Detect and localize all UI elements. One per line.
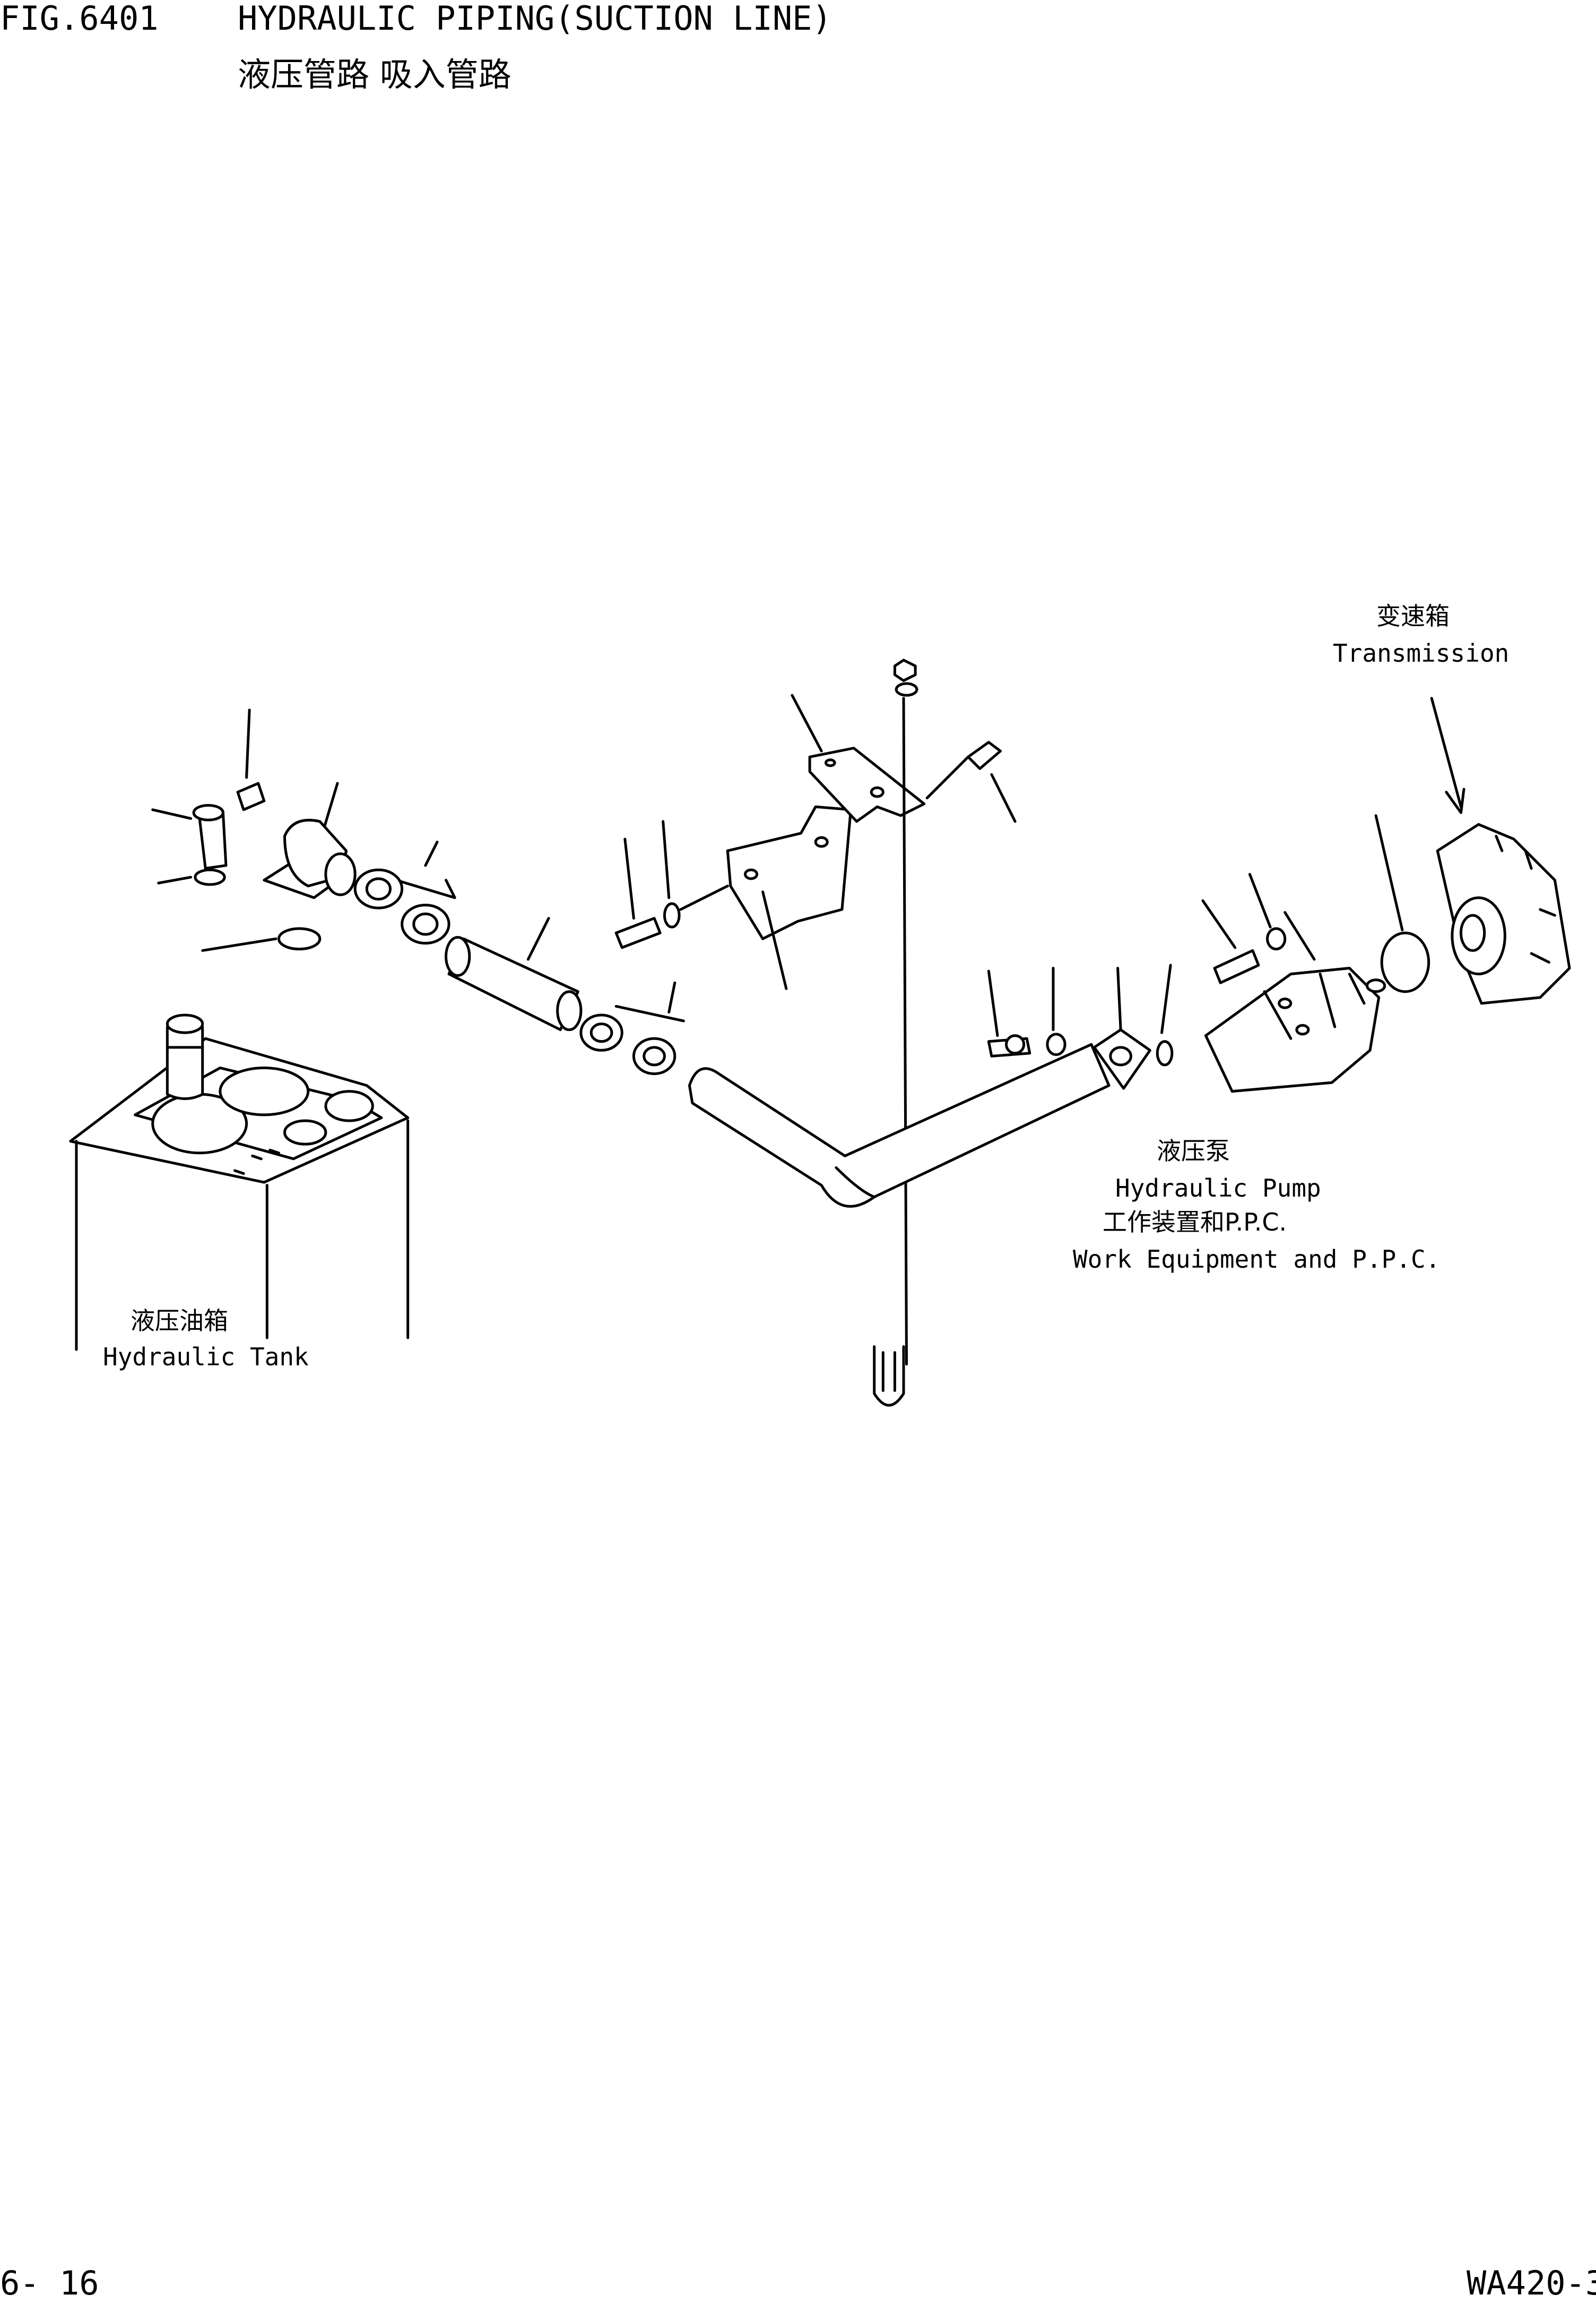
label-tank-en: Hydraulic Tank	[103, 1343, 309, 1371]
label-work-equipment-cn: 工作装置和P.P.C.	[1103, 1208, 1287, 1236]
page-number: 6- 16	[0, 2264, 99, 2302]
bracket-assembly	[616, 695, 1015, 989]
large-o-ring	[1376, 816, 1429, 992]
figure-number: FIG.6401	[0, 0, 159, 38]
pump-flange-fasteners	[988, 965, 1172, 1088]
hose-clamps-upper	[355, 842, 455, 943]
hydraulic-tank	[71, 1015, 408, 1349]
model-number: WA420-3	[1467, 2264, 1596, 2302]
label-pump-cn: 液压泵	[1157, 1137, 1230, 1165]
label-work-equipment-en: Work Equipment and P.P.C.	[1073, 1245, 1441, 1274]
figure-title-cn: 液压管路 吸入管路	[238, 55, 511, 94]
transmission-housing	[1432, 698, 1569, 1003]
label-pump-en: Hydraulic Pump	[1115, 1174, 1321, 1202]
support-rod	[874, 660, 917, 1405]
label-transmission-cn: 变速箱	[1376, 602, 1450, 630]
label-transmission-en: Transmission	[1333, 639, 1510, 668]
bent-suction-pipe	[689, 1044, 1109, 1206]
label-tank-cn: 液压油箱	[131, 1306, 228, 1335]
elbow-flange-assembly	[153, 710, 355, 950]
hydraulic-pump	[1203, 875, 1385, 1092]
suction-hose	[446, 918, 581, 1029]
hose-clamps-lower	[581, 983, 684, 1073]
figure-title-en: HYDRAULIC PIPING(SUCTION LINE)	[238, 0, 832, 38]
